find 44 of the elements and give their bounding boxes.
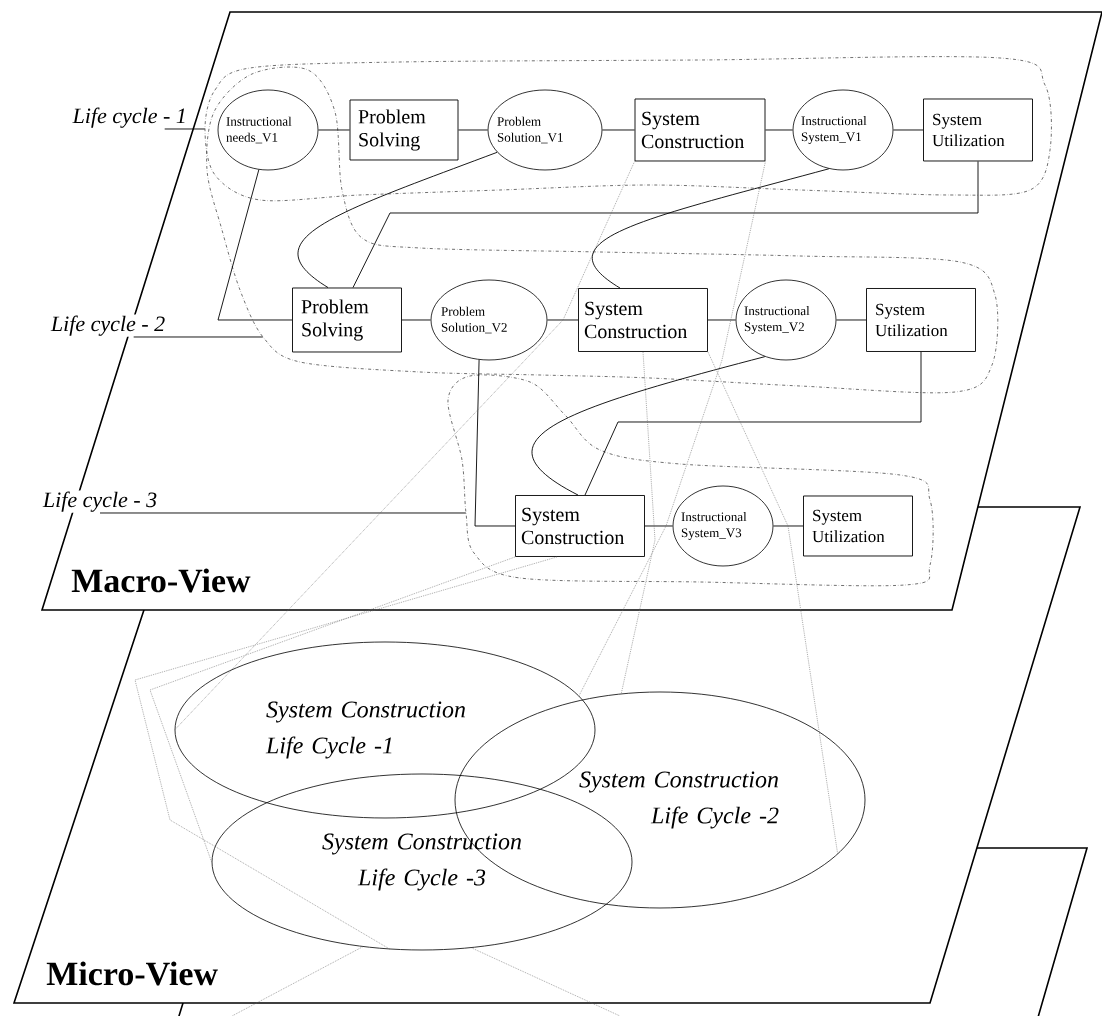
projection-line: [174, 161, 635, 731]
connector-line: [532, 356, 766, 496]
view-title: Micro-View: [46, 961, 218, 986]
connector-line: [458, 129, 489, 131]
connector-line: [401, 319, 432, 321]
process-box: System Construction: [515, 495, 645, 557]
connector-line: [644, 525, 674, 527]
process-box: System Utilization: [866, 288, 976, 352]
leader-line: [133, 336, 264, 338]
dash-dot-outline: [204, 56, 1052, 202]
connector-line: [352, 161, 979, 288]
projection-line: [471, 947, 621, 1016]
process-box: System Utilization: [923, 98, 1033, 162]
connector-line: [707, 319, 737, 321]
projection-line: [620, 351, 656, 694]
connector-line: [772, 525, 804, 527]
process-box: System Utilization: [803, 495, 913, 557]
connector-line: [317, 129, 350, 131]
projection-line: [231, 946, 363, 1016]
connector-line: [765, 129, 794, 131]
process-box: System Construction: [578, 288, 708, 352]
connector-line: [297, 151, 498, 288]
connector-line: [601, 129, 635, 131]
projection-line: [707, 351, 839, 855]
projection-line: [149, 556, 516, 863]
lifecycle-label: Life cycle - 2: [49, 314, 167, 337]
dash-dot-outline: [447, 374, 934, 587]
view-title: Macro-View: [71, 568, 251, 593]
connector-line: [835, 319, 867, 321]
connector-line: [584, 351, 922, 496]
connector-line: [892, 129, 924, 131]
leader-line: [99, 512, 467, 514]
process-box: Problem Solving: [349, 99, 459, 161]
process-box: Problem Solving: [292, 287, 402, 353]
lifecycle-label: Life cycle - 3: [41, 490, 159, 513]
lifecycle-label: Life cycle - 1: [71, 106, 188, 129]
projection-line: [578, 161, 766, 697]
connector-line: [591, 168, 830, 289]
projection-line: [134, 556, 558, 950]
connector-line: [474, 359, 516, 527]
leader-line: [164, 128, 206, 130]
process-box: System Construction: [634, 98, 766, 162]
connector-line: [546, 319, 579, 321]
connector-line: [217, 169, 293, 321]
